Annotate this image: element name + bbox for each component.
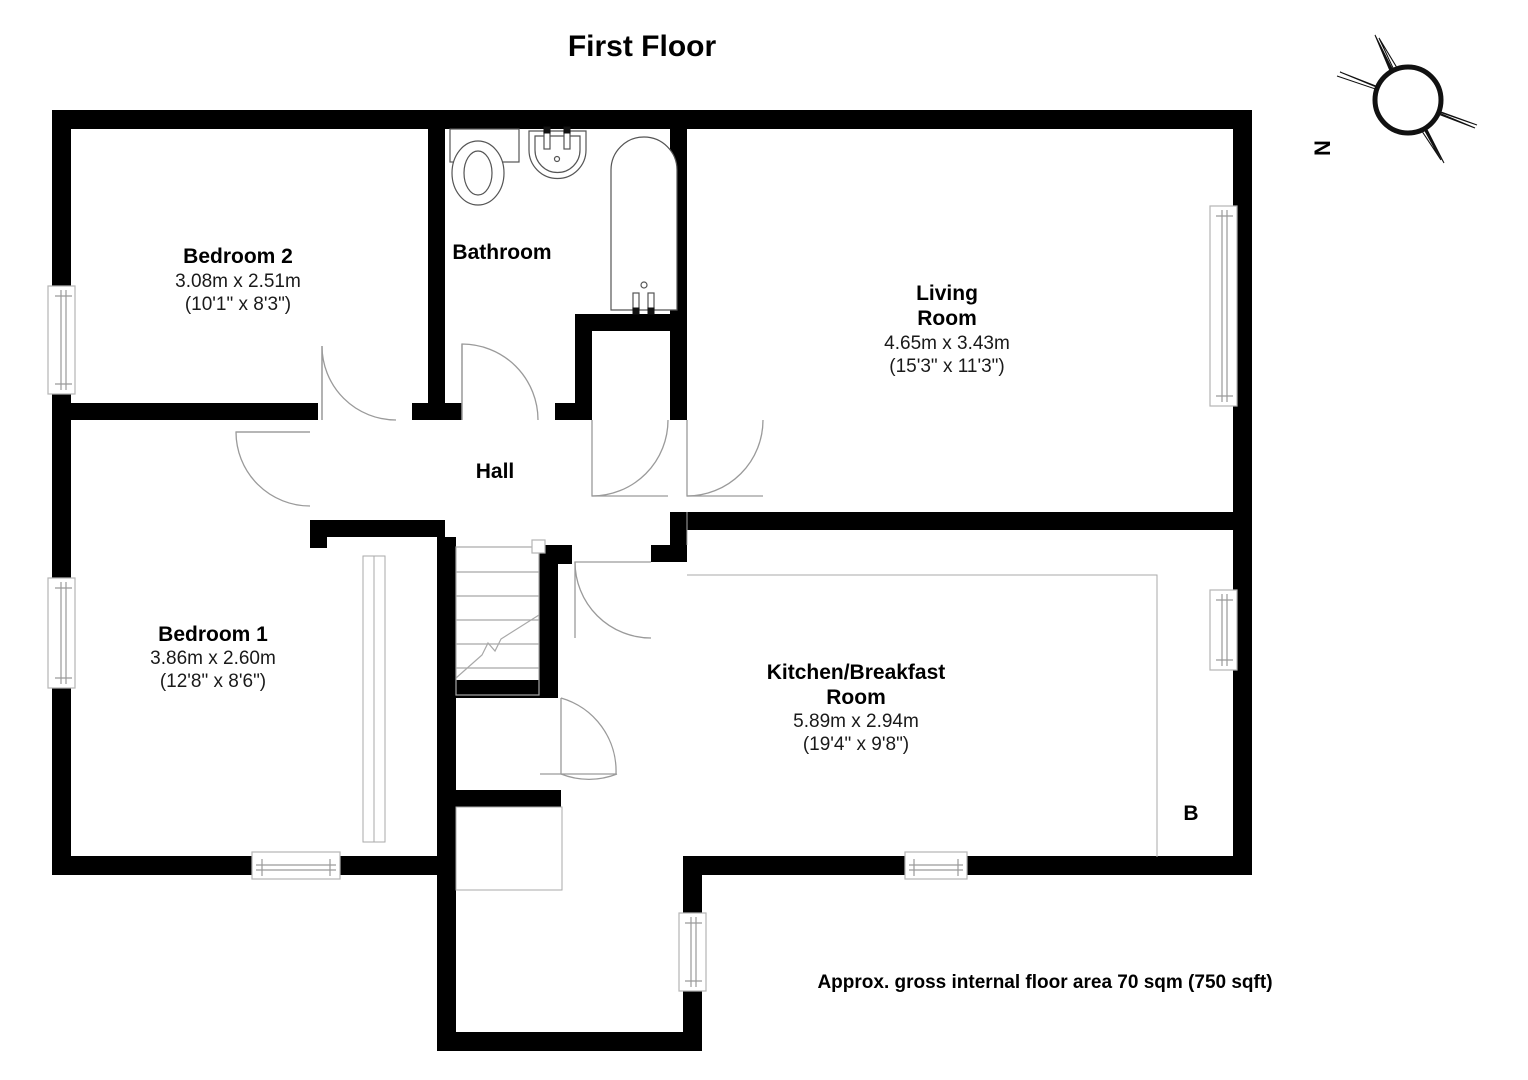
door-hall-living [686, 419, 764, 497]
sink-icon [528, 126, 587, 180]
room-label-bathroom: Bathroom [452, 241, 551, 264]
door-arcs-group [235, 343, 764, 780]
room-label-bedroom-1: Bedroom 1 3.86m x 2.60m (12'8" x 8'6") [150, 623, 276, 692]
window-bedroom-1-rear [251, 851, 341, 880]
floor-area-note: Approx. gross internal floor area 70 sqm… [817, 972, 1272, 993]
bathtub-icon [610, 136, 678, 315]
boiler-marker: B [1183, 802, 1198, 825]
kitchen-name-line2: Room [826, 686, 886, 709]
room-label-kitchen-breakfast-room: Kitchen/Breakfast Room 5.89m x 2.94m (19… [767, 661, 946, 755]
bathroom-fixtures [449, 126, 678, 315]
bedroom-2-metric: 3.08m x 2.51m [175, 271, 301, 292]
door-bathroom [461, 343, 539, 421]
window-rear-extension [678, 912, 707, 992]
cupboard-outlines [362, 555, 563, 891]
bedroom-1-imperial: (12'8" x 8'6") [160, 671, 266, 692]
room-label-bedroom-2: Bedroom 2 3.08m x 2.51m (10'1" x 8'3") [175, 245, 301, 315]
door-bedroom-2 [321, 345, 397, 421]
living-room-metric: 4.65m x 3.43m [884, 333, 1010, 354]
kitchen-imperial: (19'4" x 9'8") [803, 734, 909, 755]
living-room-imperial: (15'3" x 11'3") [889, 356, 1004, 377]
room-label-living-room: Living Room 4.65m x 3.43m (15'3" x 11'3"… [884, 282, 1010, 377]
bedroom-2-imperial: (10'1" x 8'3") [185, 294, 291, 315]
living-room-name-line1: Living [916, 282, 978, 305]
window-living-room [1209, 205, 1238, 407]
window-kitchen-rear [904, 851, 968, 880]
kitchen-name-line1: Kitchen/Breakfast [767, 661, 946, 684]
door-cupboard [540, 697, 618, 780]
bedroom-2-name: Bedroom 2 [183, 245, 293, 268]
staircase-icon [455, 539, 546, 696]
door-living-room [591, 419, 669, 497]
window-bedroom-2 [47, 285, 76, 395]
kitchen-inner-outline [687, 574, 1158, 857]
window-bedroom-1-side [47, 577, 76, 689]
compass-north-label: N [1310, 140, 1335, 156]
window-kitchen-side [1209, 589, 1238, 671]
hall-name: Hall [476, 460, 515, 483]
compass-rose-icon: N [1310, 34, 1478, 164]
page-title: First Floor [568, 30, 717, 63]
living-room-name-line2: Room [917, 307, 977, 330]
door-bedroom-1 [235, 431, 311, 507]
windows-group [47, 205, 1238, 992]
kitchen-metric: 5.89m x 2.94m [793, 711, 919, 732]
bathroom-name: Bathroom [452, 241, 551, 264]
door-kitchen [574, 561, 652, 639]
toilet-icon [449, 128, 520, 206]
bedroom-1-metric: 3.86m x 2.60m [150, 648, 276, 669]
bedroom-1-name: Bedroom 1 [158, 623, 268, 646]
room-label-hall: Hall [476, 460, 515, 483]
